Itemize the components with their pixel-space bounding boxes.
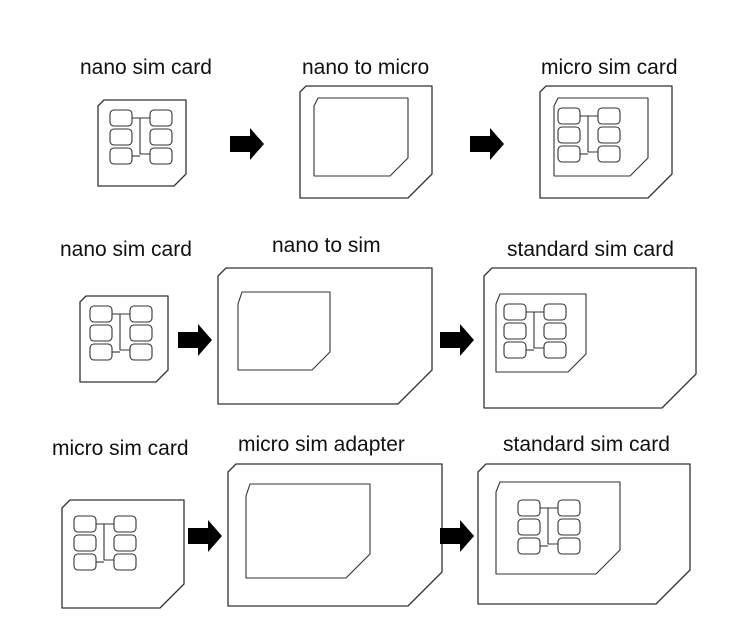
- row-2-label-source: nano sim card: [60, 238, 192, 261]
- arrow-right-icon: [178, 324, 212, 356]
- row-2-label-adapter: nano to sim: [272, 234, 381, 257]
- arrow-right-icon: [230, 128, 264, 160]
- nano-sim-card: [79, 295, 169, 383]
- row-1-label-result: micro sim card: [541, 56, 678, 79]
- arrow-right-icon: [440, 520, 474, 552]
- row-1-label-source: nano sim card: [80, 56, 212, 79]
- row-3-label-adapter: micro sim adapter: [238, 433, 405, 456]
- sim-chip-contacts-icon: [503, 303, 567, 359]
- standard-sim-card-assembled: [483, 267, 697, 409]
- sim-chip-contacts-icon: [109, 109, 173, 165]
- sim-chip-contacts-icon: [73, 515, 137, 571]
- row-3-label-source: micro sim card: [52, 437, 189, 460]
- micro-sim-card-assembled: [539, 85, 673, 199]
- row-2-label-result: standard sim card: [507, 238, 674, 261]
- standard-sim-card-assembled: [477, 463, 691, 605]
- nano-to-sim-adapter: [217, 267, 433, 405]
- micro-sim-card: [61, 499, 185, 609]
- row-3: micro sim card micro sim adapter standar…: [52, 433, 691, 609]
- row-3-label-result: standard sim card: [503, 433, 670, 456]
- arrow-right-icon: [188, 520, 222, 552]
- row-1-label-adapter: nano to micro: [302, 56, 429, 79]
- sim-chip-contacts-icon: [89, 305, 153, 361]
- nano-sim-card: [97, 99, 187, 187]
- row-1: nano sim card nano to micro micro sim ca…: [80, 56, 678, 199]
- row-2: nano sim card nano to sim standard sim c…: [60, 234, 697, 409]
- arrow-right-icon: [440, 324, 474, 356]
- arrow-right-icon: [470, 128, 504, 160]
- sim-chip-contacts-icon: [557, 107, 621, 163]
- micro-sim-adapter: [227, 463, 443, 607]
- nano-to-micro-adapter: [299, 85, 433, 199]
- sim-chip-contacts-icon: [517, 499, 581, 555]
